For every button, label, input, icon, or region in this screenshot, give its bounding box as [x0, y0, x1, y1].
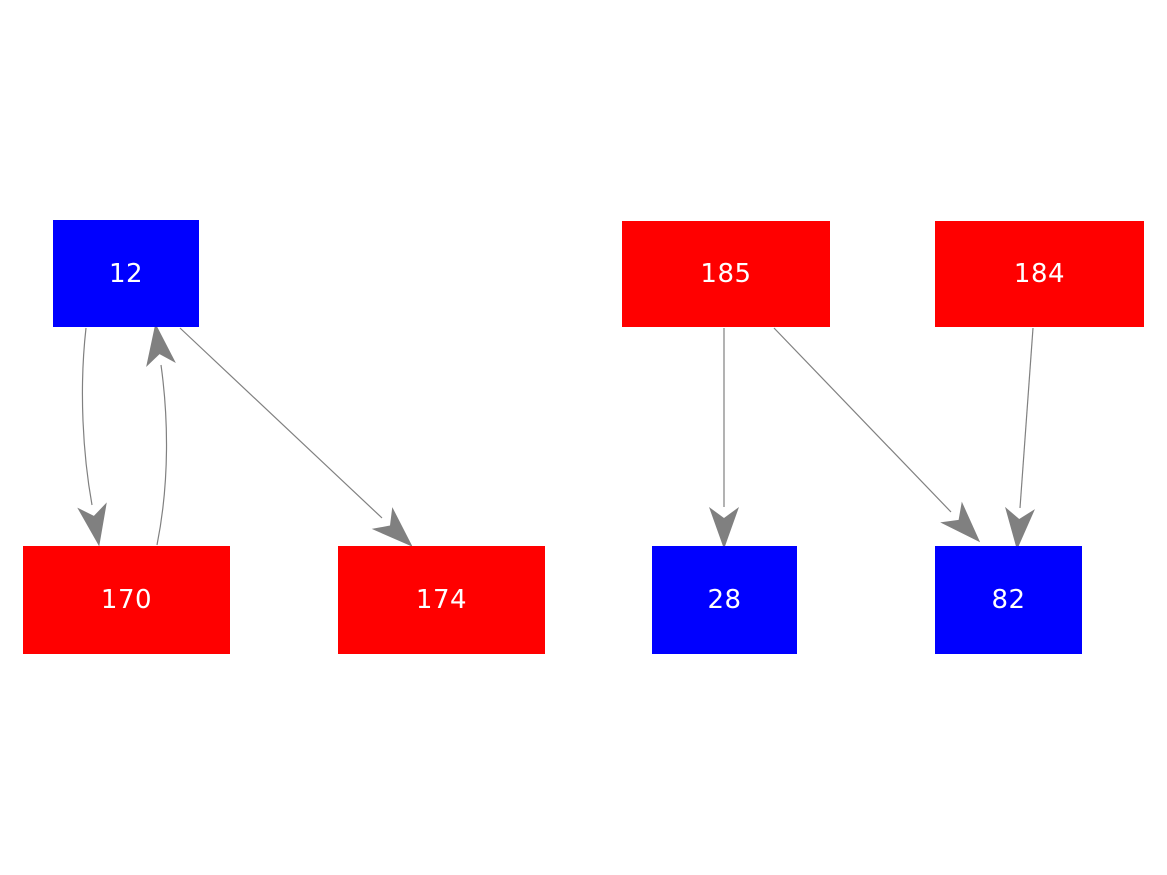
graph-node-185[interactable]: 185: [622, 221, 830, 327]
graph-edge-184-to-82: [1019, 327, 1034, 509]
graph-edge-170-to-12: [156, 364, 168, 546]
arrowhead-12-to-174: [371, 507, 413, 547]
node-label: 174: [415, 585, 468, 615]
arrowhead-184-to-82: [1005, 506, 1035, 550]
node-label: 28: [707, 585, 742, 615]
graph-node-82[interactable]: 82: [935, 546, 1082, 654]
graph-edge-12-to-170: [81, 327, 93, 506]
arrowhead-185-to-82: [940, 501, 981, 543]
graph-edge-12-to-174: [179, 327, 383, 519]
graph-node-12[interactable]: 12: [53, 220, 199, 327]
node-label: 82: [991, 585, 1026, 615]
arrowhead-185-to-28: [709, 507, 739, 549]
graph-node-28[interactable]: 28: [652, 546, 797, 654]
arrowhead-170-to-12: [146, 323, 176, 367]
node-label: 12: [108, 258, 144, 289]
graph-node-174[interactable]: 174: [338, 546, 545, 654]
arrowhead-12-to-170: [77, 502, 107, 547]
graph-node-170[interactable]: 170: [23, 546, 230, 654]
node-label: 185: [700, 259, 752, 289]
graph-edge-185-to-82: [773, 327, 952, 513]
node-label: 184: [1013, 259, 1066, 289]
graph-node-184[interactable]: 184: [935, 221, 1144, 327]
node-label: 170: [100, 585, 153, 615]
